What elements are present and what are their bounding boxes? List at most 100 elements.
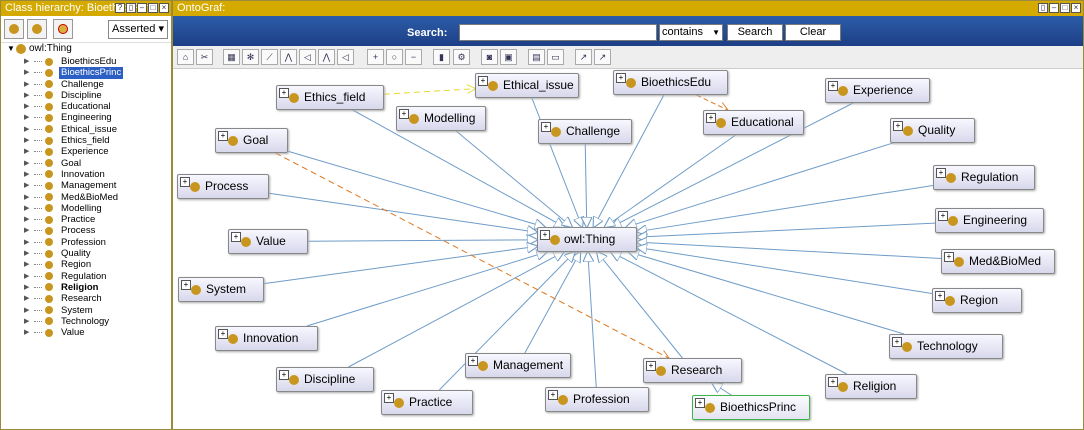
- expand-node-icon[interactable]: +: [936, 168, 946, 178]
- graph-node[interactable]: +Modelling: [396, 106, 486, 131]
- minimize-icon[interactable]: –: [137, 3, 147, 13]
- tree-item[interactable]: ▶Religion: [1, 282, 171, 293]
- zoom-in-icon[interactable]: +: [367, 49, 384, 65]
- tree-item[interactable]: ▶Management: [1, 180, 171, 191]
- collapse-icon[interactable]: ▼: [7, 44, 15, 53]
- maximize-icon[interactable]: □: [1060, 3, 1070, 13]
- graph-node[interactable]: +Goal: [215, 128, 288, 153]
- subclass-edge-practice[interactable]: [438, 252, 574, 391]
- subclass-edge-research[interactable]: [597, 252, 683, 359]
- expand-icon[interactable]: ▶: [24, 238, 30, 246]
- relation-edge-ethicsfield-ethicalissue[interactable]: [383, 89, 475, 95]
- print-icon[interactable]: ↗: [594, 49, 611, 65]
- tree-item[interactable]: ▶Quality: [1, 248, 171, 259]
- tree-item[interactable]: ▶Challenge: [1, 79, 171, 90]
- snapshot-icon[interactable]: ▣: [500, 49, 517, 65]
- tree-item[interactable]: ▶Engineering: [1, 112, 171, 123]
- expand-icon[interactable]: ▶: [24, 283, 30, 291]
- expand-icon[interactable]: ▶: [24, 227, 30, 235]
- graph-node[interactable]: +BioethicsEdu: [613, 70, 728, 95]
- graph-node[interactable]: +Experience: [825, 78, 930, 103]
- subclass-edge-bioethicsedu[interactable]: [594, 94, 665, 227]
- tree-item[interactable]: ▶Process: [1, 225, 171, 236]
- subclass-edge-management[interactable]: [524, 252, 580, 354]
- subclass-edge-region[interactable]: [637, 247, 933, 294]
- graph-node[interactable]: +Profession: [545, 387, 649, 412]
- expand-node-icon[interactable]: +: [893, 121, 903, 131]
- graph-node[interactable]: +Quality: [890, 118, 975, 143]
- zoom-out-icon[interactable]: −: [405, 49, 422, 65]
- close-icon[interactable]: ×: [1071, 3, 1081, 13]
- settings-icon[interactable]: ⚙: [453, 49, 470, 65]
- expand-node-icon[interactable]: +: [181, 280, 191, 290]
- expand-icon[interactable]: ▶: [24, 91, 30, 99]
- subclass-edge-system[interactable]: [263, 246, 537, 285]
- graph-node[interactable]: +System: [178, 277, 264, 302]
- minimize-icon[interactable]: –: [1049, 3, 1059, 13]
- graph-node[interactable]: +Engineering: [935, 208, 1044, 233]
- graph-node[interactable]: +Regulation: [933, 165, 1035, 190]
- expand-icon[interactable]: ▶: [24, 182, 30, 190]
- clear-graph-icon[interactable]: ✂: [196, 49, 213, 65]
- zoom-reset-icon[interactable]: ○: [386, 49, 403, 65]
- graph-node[interactable]: +Region: [932, 288, 1022, 313]
- subclass-edge-bioethicsprinc[interactable]: [712, 383, 732, 396]
- tree-item[interactable]: ▶Regulation: [1, 271, 171, 282]
- expand-node-icon[interactable]: +: [892, 337, 902, 347]
- expand-node-icon[interactable]: +: [944, 252, 954, 262]
- subclass-edge-innovation[interactable]: [306, 252, 547, 327]
- tree-item[interactable]: ▶Ethics_field: [1, 135, 171, 146]
- expand-icon[interactable]: ▶: [24, 261, 30, 269]
- clear-button[interactable]: Clear: [785, 24, 841, 41]
- tree-item[interactable]: ▶Research: [1, 293, 171, 304]
- graph-node[interactable]: +Med&BioMed: [941, 249, 1055, 274]
- graph-node[interactable]: +Religion: [825, 374, 917, 399]
- expand-icon[interactable]: ▶: [24, 250, 30, 258]
- graph-node[interactable]: +Innovation: [215, 326, 318, 351]
- expand-node-icon[interactable]: +: [938, 211, 948, 221]
- tree-item[interactable]: ▶Technology: [1, 316, 171, 327]
- save-icon[interactable]: ▤: [528, 49, 545, 65]
- tree-item[interactable]: ▶System: [1, 305, 171, 316]
- graph-node[interactable]: +Process: [177, 174, 269, 199]
- expand-icon[interactable]: ▶: [24, 58, 30, 65]
- asserted-dropdown[interactable]: Asserted ▾: [108, 20, 168, 39]
- expand-icon[interactable]: ▶: [24, 80, 30, 88]
- add-subclass-button[interactable]: [4, 19, 24, 39]
- expand-icon[interactable]: ▶: [24, 69, 30, 77]
- horizontal-tree-reverse-icon[interactable]: ◁: [337, 49, 354, 65]
- tree-root[interactable]: ▼ owl:Thing: [1, 43, 171, 55]
- expand-icon[interactable]: ▶: [24, 148, 30, 156]
- expand-icon[interactable]: ▶: [24, 193, 30, 201]
- subclass-edge-experience[interactable]: [611, 102, 854, 227]
- expand-node-icon[interactable]: +: [828, 81, 838, 91]
- graph-canvas[interactable]: +owl:Thing+Ethics_field+Ethical_issue+Bi…: [173, 69, 1083, 429]
- add-sibling-button[interactable]: [27, 19, 47, 39]
- match-mode-select[interactable]: contains▼: [659, 24, 723, 41]
- info-icon[interactable]: ?: [115, 3, 125, 13]
- subclass-edge-educational[interactable]: [605, 134, 736, 227]
- expand-node-icon[interactable]: +: [548, 390, 558, 400]
- tree-item[interactable]: ▶Med&BioMed: [1, 192, 171, 203]
- tree-item[interactable]: ▶Region: [1, 259, 171, 270]
- subclass-edge-challenge[interactable]: [585, 143, 587, 227]
- subclass-edge-discipline[interactable]: [348, 252, 563, 368]
- subclass-edge-religion[interactable]: [611, 252, 848, 375]
- pin-icon[interactable]: ▯: [126, 3, 136, 13]
- expand-icon[interactable]: ▶: [24, 272, 30, 280]
- expand-node-icon[interactable]: +: [468, 356, 478, 366]
- tree-item[interactable]: ▶Ethical_issue: [1, 124, 171, 135]
- horizontal-tree-icon[interactable]: ◁: [299, 49, 316, 65]
- search-button[interactable]: Search: [727, 24, 783, 41]
- expand-icon[interactable]: ▶: [24, 170, 30, 178]
- expand-node-icon[interactable]: +: [695, 398, 705, 408]
- spring-layout-icon[interactable]: ⟋: [261, 49, 278, 65]
- expand-node-icon[interactable]: +: [706, 113, 716, 123]
- tree-item[interactable]: ▶Discipline: [1, 90, 171, 101]
- tree-item[interactable]: ▶Value: [1, 327, 171, 338]
- open-folder-icon[interactable]: ▭: [547, 49, 564, 65]
- maximize-icon[interactable]: □: [148, 3, 158, 13]
- expand-node-icon[interactable]: +: [616, 73, 626, 83]
- expand-node-icon[interactable]: +: [540, 230, 550, 240]
- tree-item[interactable]: ▶Profession: [1, 237, 171, 248]
